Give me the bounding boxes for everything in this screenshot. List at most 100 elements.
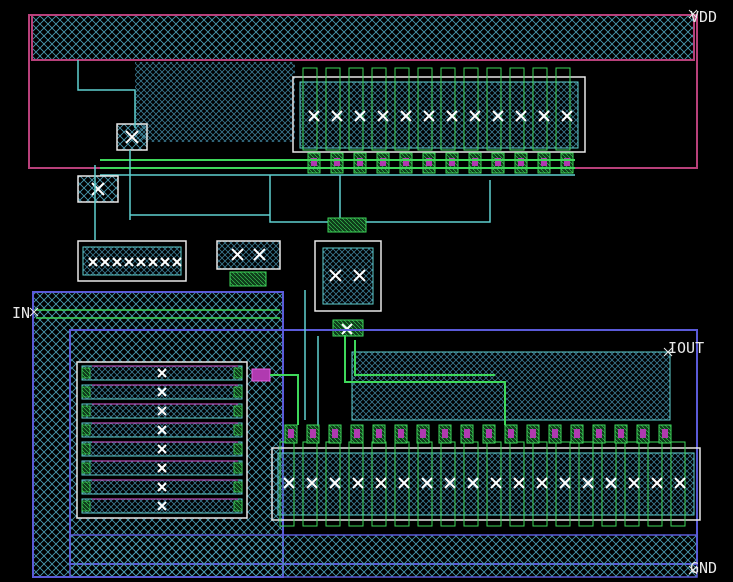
resistor-end-contact [233, 462, 243, 474]
pin-label-in: IN [12, 304, 30, 322]
contact-x-icon [398, 477, 410, 489]
contact-x-icon [674, 477, 686, 489]
pmos-fingers [302, 67, 573, 151]
contact-x-icon [136, 257, 146, 267]
bottom-contact-via [376, 429, 382, 438]
contact-x-icon [354, 110, 366, 122]
contact-x-icon [157, 387, 167, 397]
contact-x-icon [100, 257, 110, 267]
contact-x-icon [446, 110, 458, 122]
bottom-contact-via [310, 429, 316, 438]
contact-x-icon [125, 130, 139, 144]
contact-x-icon [628, 477, 640, 489]
contact-x-icon [112, 257, 122, 267]
resistor-end-contact [233, 367, 243, 379]
nmos-finger [624, 441, 640, 527]
contact-x-icon [157, 482, 167, 492]
switch-contact [229, 271, 267, 287]
pmos-finger [348, 67, 364, 151]
contact-x-icon [88, 257, 98, 267]
contact-x-icon [423, 110, 435, 122]
routing-left [77, 60, 136, 240]
resistor-end-contact [233, 405, 243, 417]
contact-x-icon [469, 110, 481, 122]
contact-x-icon [421, 477, 433, 489]
mirror-transistor-left [77, 240, 187, 282]
vdd-pin-marker-icon [688, 9, 698, 19]
nmos-finger [578, 441, 594, 527]
top-contact-via [518, 158, 524, 166]
center-transistor-inner [322, 247, 374, 305]
contact-x-icon [444, 477, 456, 489]
top-contact-via [449, 158, 455, 166]
bottom-contact-via [354, 429, 360, 438]
bottom-contact-via [596, 429, 602, 438]
iout-region [351, 351, 671, 421]
bottom-contact-via [640, 429, 646, 438]
top-contact-row [307, 152, 574, 174]
bottom-contact-via [662, 429, 668, 438]
top-contact-via [426, 158, 432, 166]
contact-x-icon [559, 477, 571, 489]
contact-x-icon [231, 248, 266, 261]
contact-x-icon [492, 110, 504, 122]
pmos-finger [417, 67, 433, 151]
in-pin-marker-icon [29, 307, 39, 317]
pmos-finger [440, 67, 456, 151]
resistor-end-contact [81, 367, 91, 379]
contact-x-icon [538, 110, 550, 122]
contact-x-icon [124, 257, 134, 267]
nmos-fingers [279, 441, 686, 527]
switch-transistor [216, 240, 281, 270]
contact-x-icon [148, 257, 158, 267]
nmos-finger [532, 441, 548, 527]
resistor-end-contact [233, 424, 243, 436]
bottom-contact-via [508, 429, 514, 438]
nmos-finger [670, 441, 686, 527]
nmos-array-bottom [271, 447, 701, 521]
pmos-finger [486, 67, 502, 151]
contact-x-icon [157, 425, 167, 435]
contact-x-icon [561, 110, 573, 122]
top-contact-via [403, 158, 409, 166]
bottom-contact-via [442, 429, 448, 438]
metal2-route-in [35, 309, 280, 319]
nmos-finger [647, 441, 663, 527]
gnd-pin-marker-icon [688, 565, 698, 575]
contact-x-icon [157, 501, 167, 511]
routing-mid-vertical [130, 175, 491, 223]
pin-label-iout: IOUT [668, 339, 704, 357]
pin-label-vdd: VDD [690, 8, 717, 26]
contact-x-icon [308, 110, 320, 122]
center-transistor [314, 240, 382, 312]
iout-pin-marker-icon [663, 347, 673, 357]
bottom-contact-via [530, 429, 536, 438]
contact-x-icon [157, 368, 167, 378]
pmos-finger [325, 67, 341, 151]
gnd-rail [69, 534, 698, 578]
nmos-finger [601, 441, 617, 527]
contact-x-icon [283, 477, 295, 489]
contact-x-icon [329, 477, 341, 489]
pmos-finger [371, 67, 387, 151]
pmos-finger [532, 67, 548, 151]
resistor-end-contact [81, 462, 91, 474]
resistor-rows [81, 365, 243, 514]
metal2-bus-top [100, 159, 575, 169]
bottom-contact-via [552, 429, 558, 438]
metal1-route-bottom [304, 290, 319, 425]
contact-x-icon [157, 406, 167, 416]
contact-x-icon [605, 477, 617, 489]
contact-x-icon [329, 269, 366, 282]
bottom-contact-via [420, 429, 426, 438]
resistor-end-contact [81, 424, 91, 436]
contact-x-icon [375, 477, 387, 489]
metal2-route-bottom [270, 335, 506, 425]
top-contact-via [311, 158, 317, 166]
bottom-contact-via [332, 429, 338, 438]
top-contact-via [334, 158, 340, 166]
nmos-finger [555, 441, 571, 527]
mid-left-contacts [88, 257, 182, 267]
resistor-end-contact [81, 443, 91, 455]
